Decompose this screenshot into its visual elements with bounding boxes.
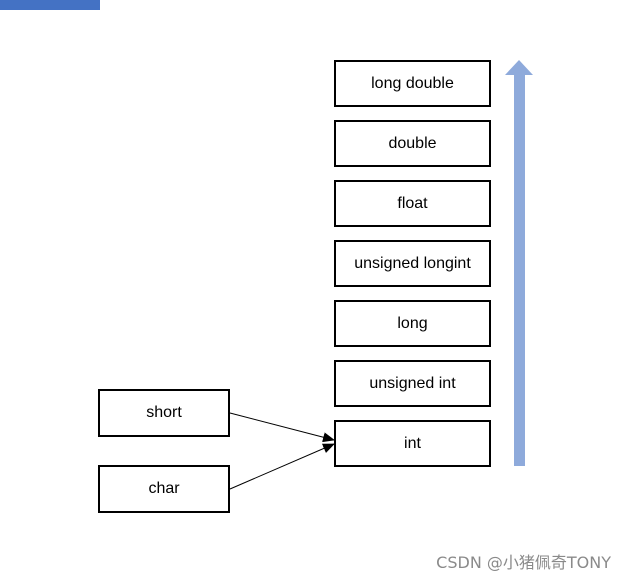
type-label: unsigned int [369,374,456,392]
type-box-double: double [334,120,491,167]
accent-bar [0,0,100,10]
type-label: unsigned longint [354,254,471,272]
type-label: double [388,134,437,152]
type-label: char [148,480,180,497]
type-box-unsigned-longint: unsigned longint [334,240,491,287]
watermark: CSDN @小猪佩奇TONY [436,553,611,572]
type-box-long: long [334,300,491,347]
type-box-char: char [98,465,230,513]
type-box-long-double: long double [334,60,491,107]
type-box-unsigned-int: unsigned int [334,360,491,407]
connector-char-to-int [229,443,335,490]
type-label: int [404,434,421,452]
connector-short-to-int [229,412,335,443]
type-label: long [397,314,428,332]
type-label: long double [371,74,454,92]
type-box-float: float [334,180,491,227]
rank-up-arrow [505,60,533,466]
type-label: short [146,404,182,421]
type-box-int: int [334,420,491,467]
type-label: float [397,194,428,212]
type-box-short: short [98,389,230,437]
